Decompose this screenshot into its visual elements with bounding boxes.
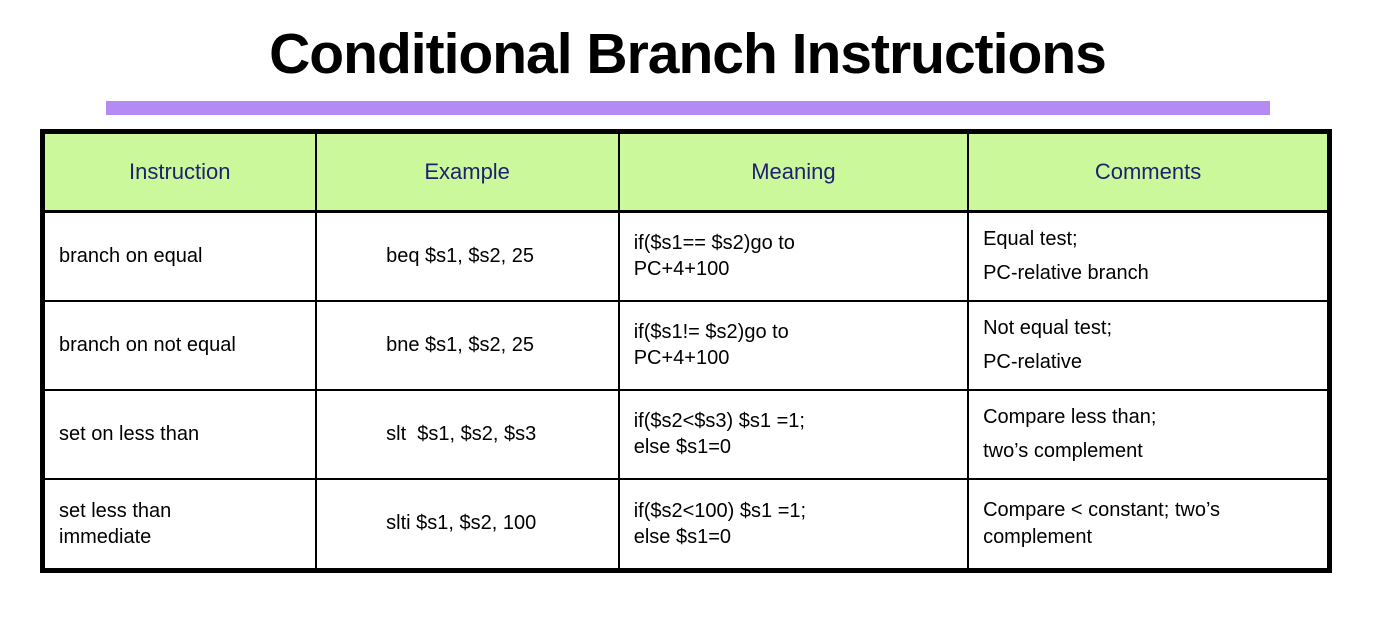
cell-example: slt $s1, $s2, $s3 bbox=[314, 388, 620, 480]
header-cell-comments: Comments bbox=[967, 130, 1331, 213]
instruction-text: immediate bbox=[59, 525, 152, 548]
cell-comments: Equal test; PC-relative branch bbox=[967, 210, 1331, 302]
table-row: set less than immediate slti $s1, $s2, 1… bbox=[41, 477, 1331, 572]
cell-instruction: set on less than bbox=[41, 388, 317, 480]
meaning-line: if($s1== $s2)go to bbox=[633, 232, 795, 255]
table-row: branch on equal beq $s1, $s2, 25 if($s1=… bbox=[41, 210, 1331, 302]
comment-line: two’s complement bbox=[983, 439, 1143, 462]
cell-example: beq $s1, $s2, 25 bbox=[314, 210, 620, 302]
meaning-line: if($s2<$s3) $s1 =1; bbox=[633, 410, 805, 433]
page-title: Conditional Branch Instructions bbox=[269, 22, 1107, 86]
cell-meaning: if($s1!= $s2)go to PC+4+100 bbox=[617, 299, 970, 391]
header-cell-instruction: Instruction bbox=[41, 130, 317, 213]
cell-comments: Not equal test; PC-relative bbox=[967, 299, 1331, 391]
meaning-line: else $s1=0 bbox=[633, 436, 732, 459]
example-text: slti $s1, $s2, 100 bbox=[386, 512, 537, 535]
instruction-table: Instruction Example Meaning Comments bra… bbox=[40, 128, 1332, 574]
table-row: branch on not equal bne $s1, $s2, 25 if(… bbox=[41, 299, 1331, 391]
instruction-text: set less than bbox=[59, 499, 172, 522]
comment-line: Not equal test; bbox=[983, 316, 1113, 339]
comment-line: Compare less than; bbox=[983, 405, 1157, 428]
meaning-line: else $s1=0 bbox=[633, 525, 732, 548]
cell-instruction: branch on not equal bbox=[41, 299, 317, 391]
table-row: set on less than slt $s1, $s2, $s3 if($s… bbox=[41, 388, 1331, 480]
instruction-text: branch on equal bbox=[59, 245, 203, 268]
comment-line: PC-relative bbox=[983, 350, 1082, 373]
accent-bar bbox=[105, 100, 1270, 115]
meaning-line: if($s2<100) $s1 =1; bbox=[633, 499, 807, 522]
comment-line: PC-relative branch bbox=[983, 261, 1149, 284]
comment-line: Compare < constant; two’s complement bbox=[983, 498, 1221, 548]
meaning-line: PC+4+100 bbox=[633, 258, 730, 281]
meaning-line: PC+4+100 bbox=[633, 347, 730, 370]
instruction-text: set on less than bbox=[59, 423, 200, 446]
cell-example: slti $s1, $s2, 100 bbox=[314, 477, 620, 572]
meaning-line: if($s1!= $s2)go to bbox=[633, 321, 789, 344]
comment-line: Equal test; bbox=[983, 227, 1078, 250]
header-cell-example: Example bbox=[314, 130, 620, 213]
header-cell-meaning: Meaning bbox=[617, 130, 970, 213]
cell-meaning: if($s1== $s2)go to PC+4+100 bbox=[617, 210, 970, 302]
table-header-row: Instruction Example Meaning Comments bbox=[41, 130, 1331, 213]
cell-meaning: if($s2<$s3) $s1 =1; else $s1=0 bbox=[617, 388, 970, 480]
instruction-text: branch on not equal bbox=[59, 334, 236, 357]
example-text: bne $s1, $s2, 25 bbox=[386, 333, 535, 356]
cell-comments: Compare < constant; two’s complement bbox=[967, 477, 1331, 572]
cell-meaning: if($s2<100) $s1 =1; else $s1=0 bbox=[617, 477, 970, 572]
cell-instruction: set less than immediate bbox=[41, 477, 317, 572]
cell-instruction: branch on equal bbox=[41, 210, 317, 302]
example-text: beq $s1, $s2, 25 bbox=[386, 244, 535, 267]
cell-example: bne $s1, $s2, 25 bbox=[314, 299, 620, 391]
example-text: slt $s1, $s2, $s3 bbox=[386, 422, 537, 445]
cell-comments: Compare less than; two’s complement bbox=[967, 388, 1331, 480]
